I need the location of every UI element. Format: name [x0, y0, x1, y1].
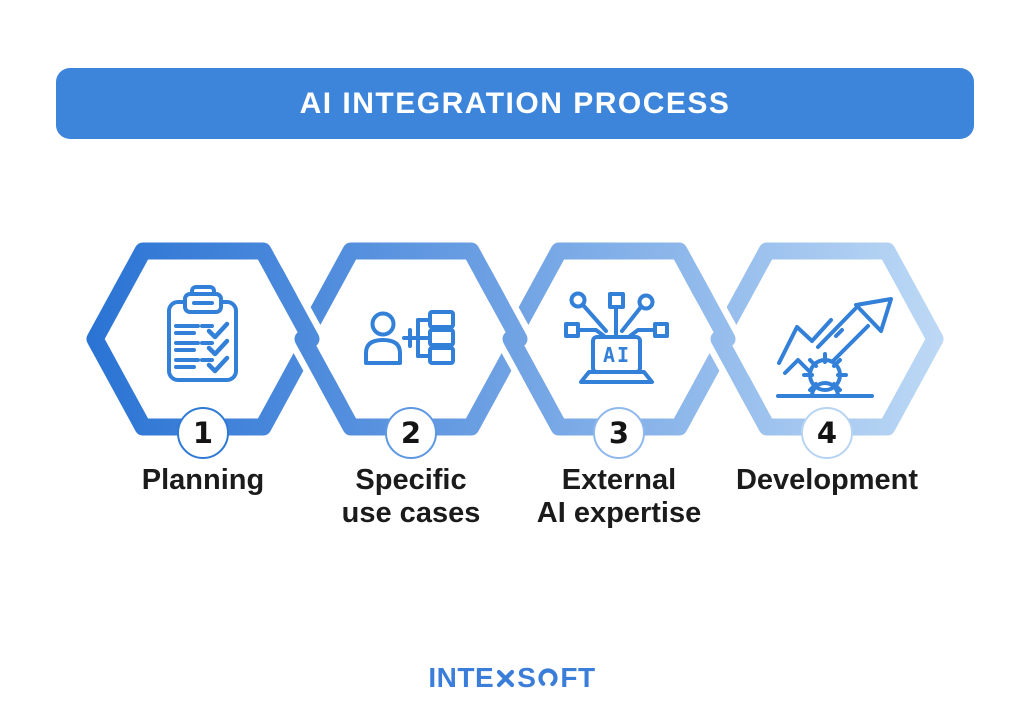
step-number-badge-1: 1: [177, 407, 229, 459]
growth-gear-icon: [776, 297, 893, 398]
step-label-planning: Planning: [141, 464, 265, 496]
step-number-2: 2: [400, 415, 422, 450]
step-number-4: 4: [816, 415, 838, 450]
page-title: AI INTEGRATION PROCESS: [299, 86, 731, 120]
hexagon-step-4: [710, 242, 944, 436]
clipboard-checklist-icon: [167, 285, 238, 382]
logo-x-glyph: [497, 669, 515, 687]
logo-text-mid: S: [517, 662, 537, 693]
intexsoft-logo: INTE S FT: [0, 664, 1024, 692]
title-banner: AI INTEGRATION PROCESS: [56, 68, 974, 139]
step-number-1: 1: [192, 415, 214, 450]
user-hierarchy-icon: [364, 310, 455, 365]
step-label-use-cases: Specific use cases: [341, 464, 481, 530]
weave-link-3-4: [682, 264, 764, 414]
laptop-screen-text: AI: [603, 343, 631, 367]
logo-text-right: FT: [560, 662, 596, 693]
weave-link-1-2: [266, 264, 348, 414]
step-number-badge-4: 4: [801, 407, 853, 459]
ai-laptop-network-icon: AI: [564, 291, 669, 384]
chain-weave-overlays: [266, 264, 764, 414]
step-number-3: 3: [608, 415, 630, 450]
weave-link-2-3: [474, 264, 556, 414]
step-number-badge-2: 2: [385, 407, 437, 459]
step-label-expertise: External AI expertise: [536, 464, 702, 530]
step-label-development: Development: [735, 464, 919, 496]
logo-o-glyph: [538, 668, 558, 688]
logo-text-left: INTE: [428, 662, 495, 693]
step-number-badge-3: 3: [593, 407, 645, 459]
